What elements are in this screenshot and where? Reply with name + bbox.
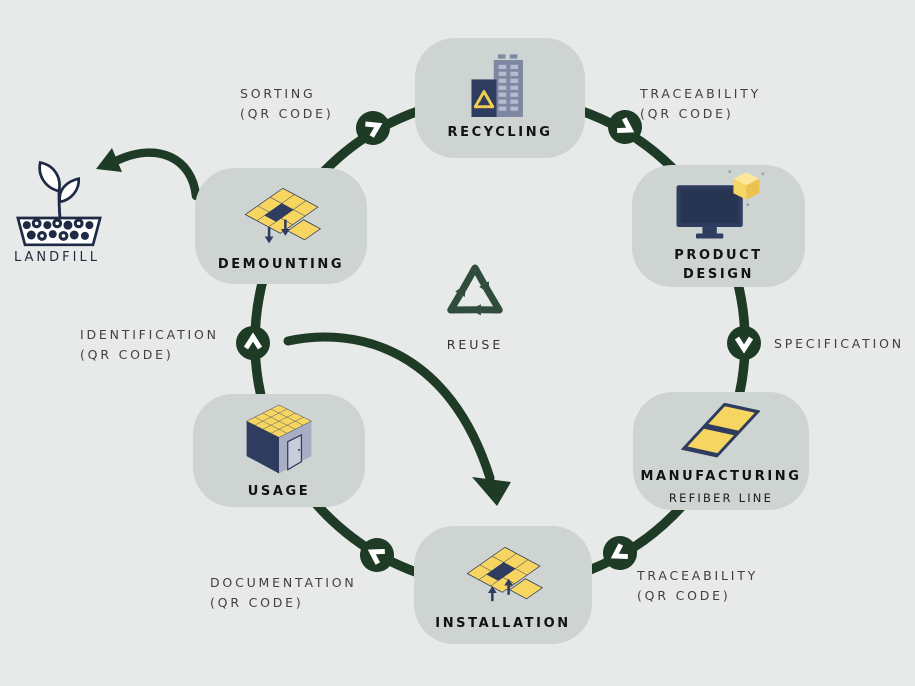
landfill-pebble-highlights xyxy=(34,221,81,238)
yellow-recycle-icon xyxy=(473,90,495,109)
reuse-shortcut-arrow xyxy=(283,332,511,506)
node-label-manufacturing: MANUFACTURING xyxy=(640,469,802,485)
landfill-icon xyxy=(16,160,102,247)
node-label-usage: USAGE xyxy=(247,483,311,499)
flow-marker-circle xyxy=(356,111,390,145)
edge-label-line: SORTING xyxy=(240,86,316,101)
plant-leaf-left xyxy=(38,160,61,193)
chevron-icon xyxy=(610,543,628,560)
node-demounting: DEMOUNTING xyxy=(195,168,367,284)
installation-ceiling-icon xyxy=(466,546,544,602)
node-product-design: PRODUCT DESIGN xyxy=(632,165,805,287)
chevron-icon xyxy=(617,117,635,134)
building-windows xyxy=(498,64,519,111)
up-arrows-icon xyxy=(487,578,514,602)
flow-marker-documentation xyxy=(360,538,394,572)
edge-label-traceability-bottom: TRACEABILITY (QR CODE) xyxy=(637,566,758,607)
edge-label-line: TRACEABILITY xyxy=(637,568,759,583)
usage-room-icon xyxy=(246,404,312,474)
node-installation: INSTALLATION xyxy=(414,526,592,644)
chevron-icon xyxy=(243,332,263,350)
edge-label-specification: SPECIFICATION xyxy=(774,334,904,354)
flow-marker-circle xyxy=(236,326,270,360)
demounting-ceiling-icon xyxy=(244,187,322,244)
flow-marker-traceability-bottom xyxy=(603,536,637,570)
node-usage: USAGE xyxy=(193,394,365,507)
edge-label-line: (QR CODE) xyxy=(640,106,734,122)
flow-marker-circle xyxy=(727,326,761,360)
edge-label-documentation: DOCUMENTATION (QR CODE) xyxy=(210,573,357,614)
edge-label-traceability-top: TRACEABILITY (QR CODE) xyxy=(640,84,761,125)
node-recycling: RECYCLING xyxy=(415,38,585,158)
design-cube-icon xyxy=(727,169,764,206)
reuse-center: REUSE xyxy=(415,262,535,352)
flow-marker-identification xyxy=(236,326,270,360)
flow-marker-traceability-top xyxy=(608,110,642,144)
node-manufacturing: MANUFACTURING REFIBER LINE xyxy=(633,392,809,510)
chevron-icon xyxy=(367,548,385,565)
edge-label-sorting: SORTING (QR CODE) xyxy=(240,84,334,125)
edge-label-line: DOCUMENTATION xyxy=(210,575,357,590)
reuse-recycle-icon xyxy=(447,264,503,316)
edge-label-line: (QR CODE) xyxy=(80,347,174,363)
edge-label-line: (QR CODE) xyxy=(637,588,731,604)
node-label-installation: INSTALLATION xyxy=(435,616,571,632)
reuse-shortcut-arrowhead xyxy=(472,477,511,506)
landfill-curve xyxy=(113,148,201,201)
landfill-arrow xyxy=(96,148,201,201)
edge-label-line: (QR CODE) xyxy=(240,106,334,122)
door-icon xyxy=(287,433,303,471)
edge-label-line: IDENTIFICATION xyxy=(80,327,219,342)
recycling-plant-icon xyxy=(471,54,523,118)
edge-label-line: (QR CODE) xyxy=(210,595,304,611)
flow-marker-circle xyxy=(603,536,637,570)
node-sublabel-manufacturing: REFIBER LINE xyxy=(668,490,774,505)
landfill-label: LANDFILL xyxy=(14,250,100,265)
recycle-arrows xyxy=(447,264,503,316)
edge-label-identification: IDENTIFICATION (QR CODE) xyxy=(80,325,219,366)
node-label-product-design: PRODUCT DESIGN xyxy=(674,247,763,282)
flow-marker-circle xyxy=(360,538,394,572)
plant-leaf-right xyxy=(58,176,81,204)
edge-label-line: SPECIFICATION xyxy=(774,336,904,351)
landfill-arrowhead xyxy=(96,148,122,172)
reuse-shortcut-curve xyxy=(283,332,495,483)
flow-marker-specification xyxy=(727,326,761,360)
chevron-icon xyxy=(365,121,383,138)
down-arrows-icon xyxy=(264,219,290,244)
node-label-demounting: DEMOUNTING xyxy=(217,257,345,273)
manufacturing-line-icon xyxy=(681,402,761,458)
flow-marker-sorting xyxy=(356,111,390,145)
edge-label-line: TRACEABILITY xyxy=(640,86,762,101)
node-label-recycling: RECYCLING xyxy=(447,125,553,141)
reuse-label: REUSE xyxy=(446,337,504,352)
chevron-icon xyxy=(734,336,754,354)
product-design-monitor-icon xyxy=(676,169,764,239)
flow-marker-circle xyxy=(608,110,642,144)
